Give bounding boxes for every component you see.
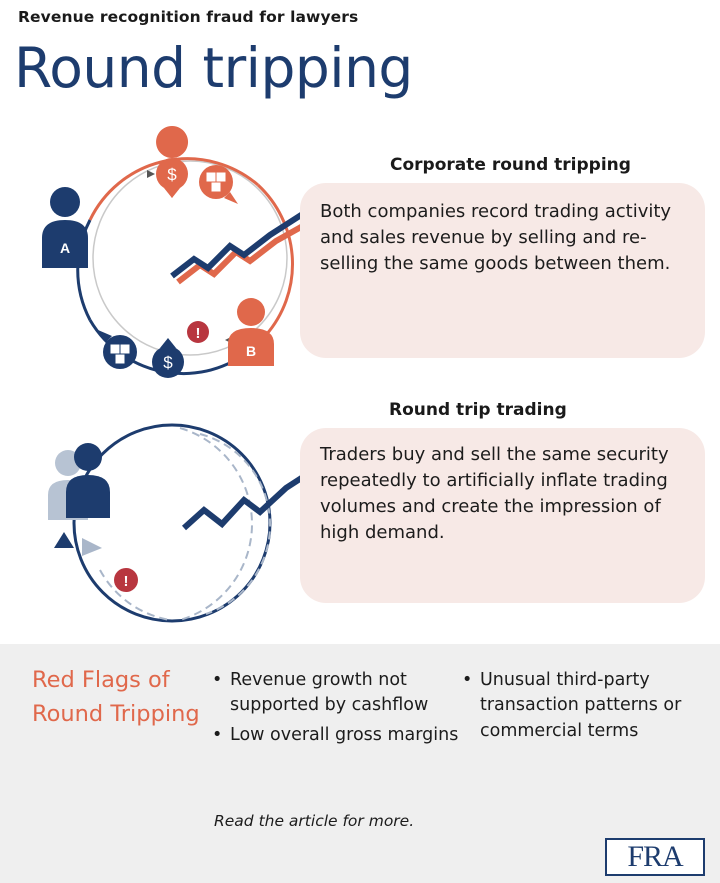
alert-icon: ! — [114, 568, 138, 592]
supertitle: Revenue recognition fraud for lawyers — [18, 8, 359, 26]
person-a-icon: A — [42, 187, 88, 268]
traders-icon — [48, 443, 110, 520]
red-flags-list-2: Unusual third-party transaction patterns… — [462, 668, 712, 748]
dollar-pin-icon: $ — [156, 126, 189, 199]
list-item: Low overall gross margins — [212, 723, 467, 749]
dollar-pin-navy-icon: $ — [152, 338, 184, 378]
party-b-label: B — [246, 343, 256, 359]
trading-cycle-circle — [72, 423, 272, 623]
svg-text:$: $ — [163, 353, 173, 372]
person-b-icon: B — [228, 298, 274, 366]
boxes-pin-navy-icon — [98, 330, 137, 369]
alert-icon: ! — [187, 321, 209, 343]
inner-cycle-circle — [92, 160, 288, 356]
red-flags-list-1: Revenue growth not supported by cashflow… — [212, 668, 467, 752]
logo-text: FRA — [627, 840, 683, 873]
arrow-head-icon — [54, 532, 74, 548]
svg-text:!: ! — [196, 325, 201, 342]
footnote: Read the article for more. — [214, 812, 415, 830]
corporate-round-tripping-illustration: A B $ $ ! — [42, 126, 324, 378]
svg-text:!: ! — [124, 573, 129, 590]
corporate-heading: Corporate round tripping — [390, 155, 631, 175]
arrow-head-icon — [147, 170, 155, 178]
list-item: Unusual third-party transaction patterns… — [462, 668, 712, 744]
fra-logo: FRA — [605, 838, 705, 876]
trading-description-box: Traders buy and sell the same security r… — [300, 428, 705, 603]
boxes-pin-icon — [199, 165, 238, 204]
red-flags-heading: Red Flags of Round Tripping — [32, 667, 200, 727]
corporate-description-box: Both companies record trading activity a… — [300, 183, 705, 358]
party-a-label: A — [60, 240, 70, 256]
round-trip-trading-illustration: ! — [48, 423, 334, 623]
list-item: Revenue growth not supported by cashflow — [212, 668, 467, 719]
trading-heading: Round trip trading — [389, 400, 567, 420]
svg-text:$: $ — [167, 165, 177, 184]
page-title: Round tripping — [14, 36, 413, 100]
